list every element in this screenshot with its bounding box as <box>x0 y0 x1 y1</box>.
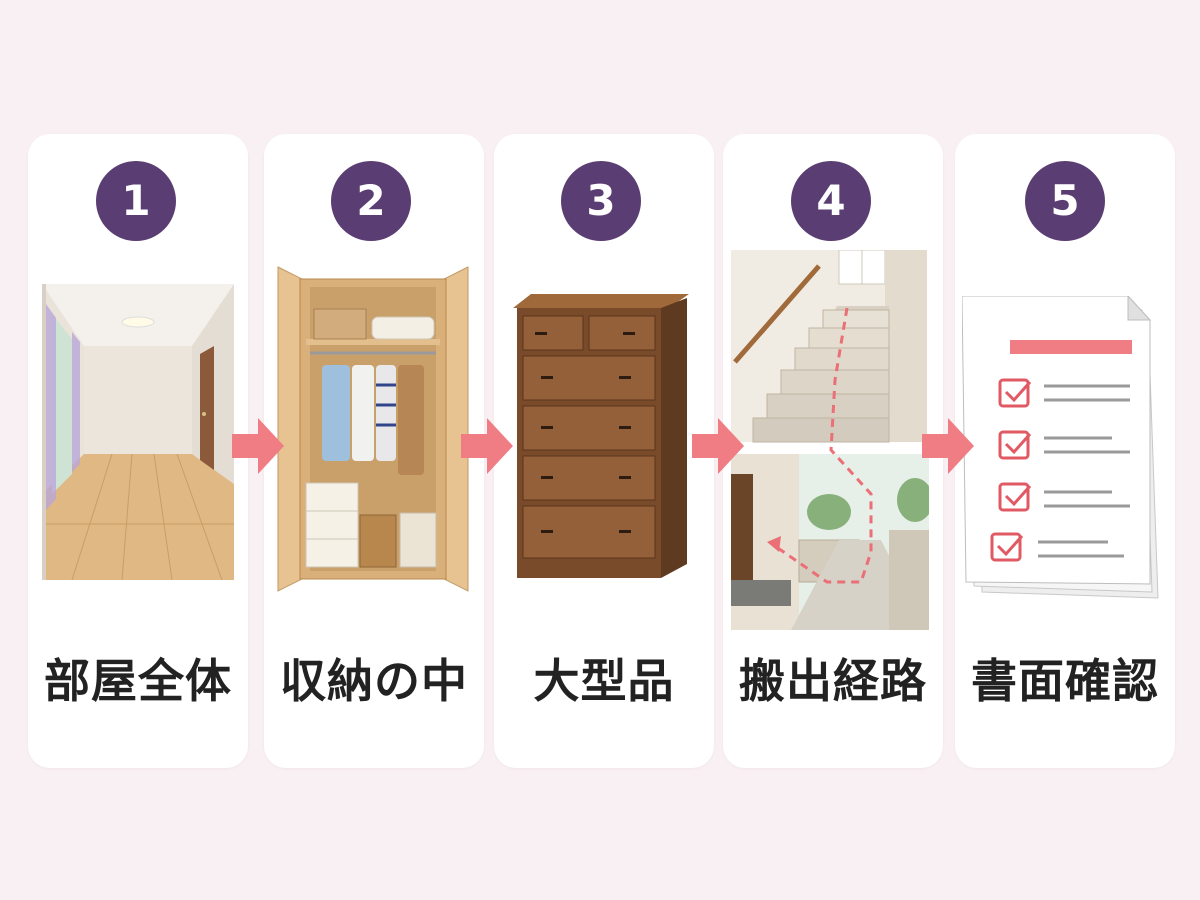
step-number-badge-4: 4 <box>791 161 871 241</box>
closet-icon <box>277 266 469 592</box>
step-number-badge-5: 5 <box>1025 161 1105 241</box>
step-label-4: 搬出経路 <box>739 654 927 708</box>
next-arrow-icon <box>922 418 974 474</box>
step-number-badge-1: 1 <box>96 161 176 241</box>
next-arrow-icon <box>232 418 284 474</box>
room-icon <box>42 284 234 580</box>
exit-route-icon <box>731 250 929 630</box>
step-number-badge-2: 2 <box>331 161 411 241</box>
step-number-badge-3: 3 <box>561 161 641 241</box>
chest-of-drawers-icon <box>513 294 689 578</box>
step-label-2: 収納の中 <box>280 654 468 708</box>
step-label-5: 書面確認 <box>971 654 1159 708</box>
next-arrow-icon <box>692 418 744 474</box>
next-arrow-icon <box>461 418 513 474</box>
step-label-1: 部屋全体 <box>44 654 232 708</box>
checklist-document-icon <box>962 296 1159 599</box>
step-label-3: 大型品 <box>533 654 675 708</box>
